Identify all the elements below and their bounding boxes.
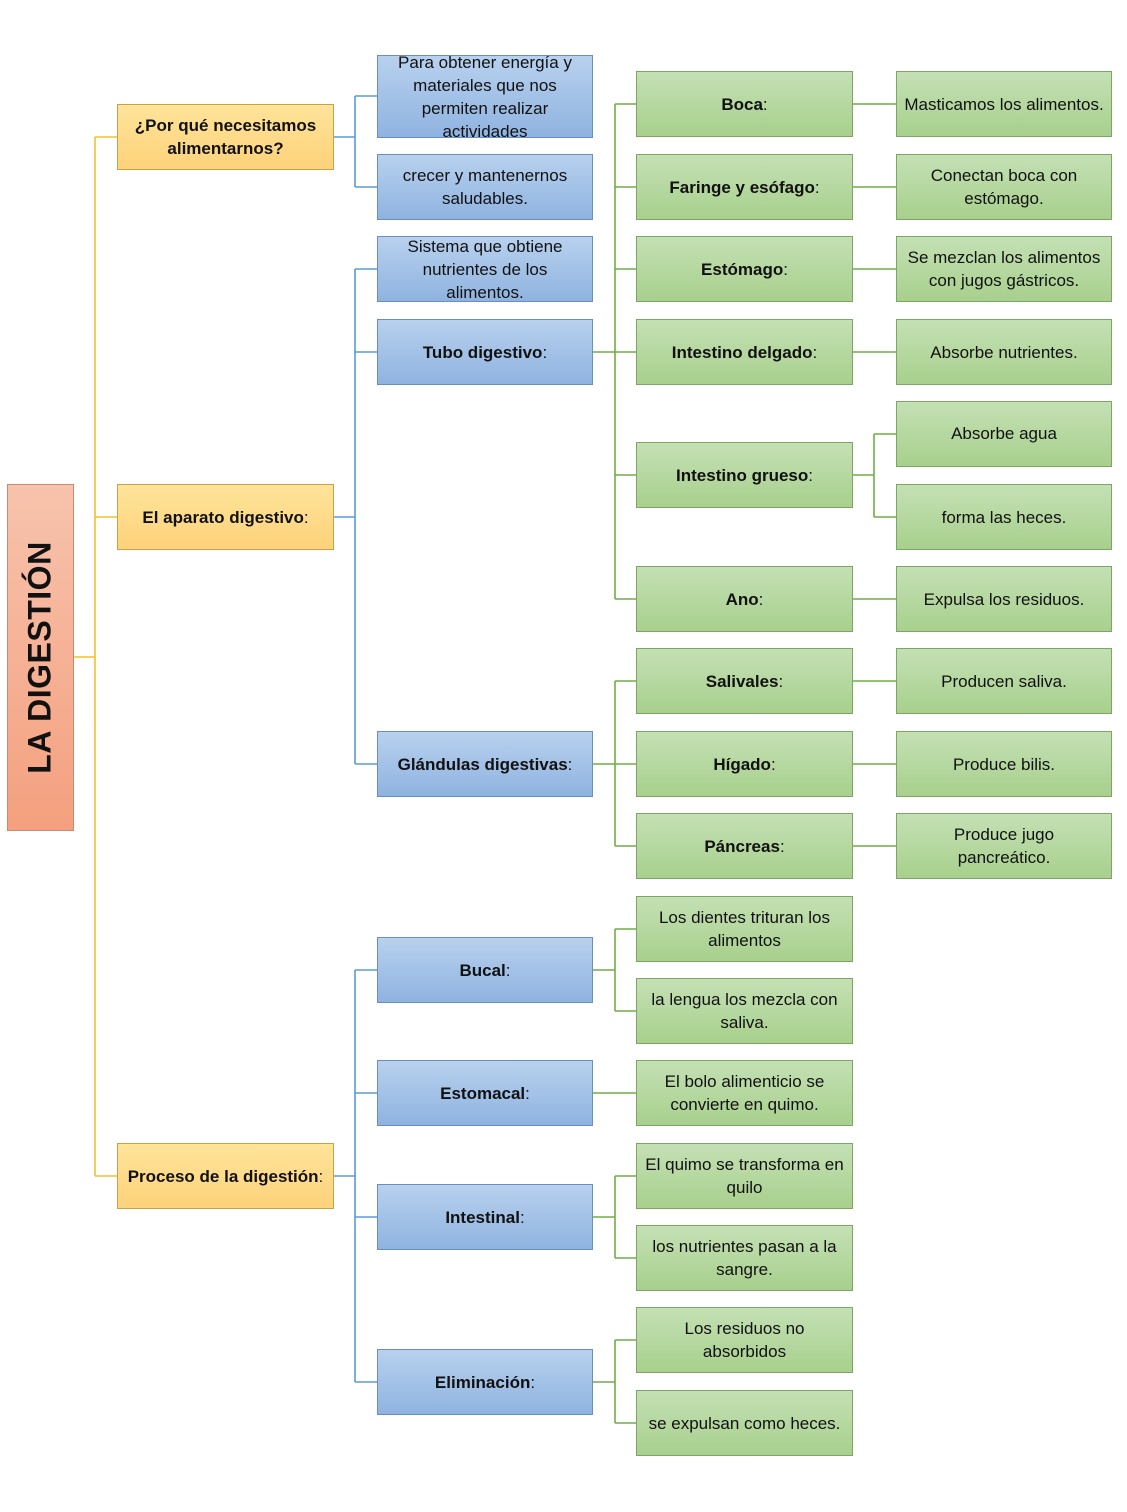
section-why: ¿Por qué necesitamos alimentarnos? (117, 104, 334, 170)
process-bucal: Bucal: (377, 937, 593, 1003)
root-connector (74, 136, 117, 1177)
tube-node: Tubo digestivo: (377, 319, 593, 385)
tube-part-intestino-grueso: Intestino grueso: (636, 442, 853, 508)
glands-connector (593, 680, 636, 847)
tube-part-faringe: Faringe y esófago: (636, 154, 853, 220)
tube-part-boca: Boca: (636, 71, 853, 137)
process-connector (334, 969, 377, 1383)
desc-bucal-lengua: la lengua los mezcla con saliva. (636, 978, 853, 1044)
section-why-label: ¿Por qué necesitamos alimentarnos? (134, 116, 317, 158)
desc-intestino-delgado: Absorbe nutrientes. (896, 319, 1112, 385)
why-reason-energy: Para obtener energía y materiales que no… (377, 53, 593, 141)
why-reason-grow: crecer y mantenernos saludables. (377, 154, 593, 220)
root-title-box: LA DIGESTIÓN (7, 484, 74, 831)
desc-pancreas: Produce jugo pancreático. (896, 813, 1112, 879)
desc-higado: Produce bilis. (896, 731, 1112, 797)
why-connector (334, 95, 377, 188)
section-process-label: Proceso de la digestión (127, 1166, 319, 1186)
desc-intestinal-quilo: El quimo se transforma en quilo (636, 1143, 853, 1209)
desc-salivales: Producen saliva. (896, 648, 1112, 714)
tube-connector (593, 103, 636, 600)
desc-ano: Expulsa los residuos. (896, 566, 1112, 632)
glands-node: Glándulas digestivas: (377, 731, 593, 797)
process-intestinal: Intestinal: (377, 1184, 593, 1250)
process-estomacal: Estomacal: (377, 1060, 593, 1126)
root-title: LA DIGESTIÓN (22, 541, 58, 774)
tube-part-ano: Ano: (636, 566, 853, 632)
desc-estomago: Se mezclan los alimentos con jugos gástr… (896, 236, 1112, 302)
tube-desc-connector (853, 103, 896, 600)
desc-intestinal-sangre: los nutrientes pasan a la sangre. (636, 1225, 853, 1291)
desc-eliminacion-residuos: Los residuos no absorbidos (636, 1307, 853, 1373)
section-system: El aparato digestivo: (117, 484, 334, 550)
section-system-label: El aparato digestivo (142, 507, 304, 527)
desc-intestino-grueso-heces: forma las heces. (896, 484, 1112, 550)
desc-bucal-dientes: Los dientes trituran los alimentos (636, 896, 853, 962)
tube-part-estomago: Estómago: (636, 236, 853, 302)
desc-estomacal: El bolo alimenticio se convierte en quim… (636, 1060, 853, 1126)
glands-desc-connector (853, 680, 896, 847)
process-desc-connector (593, 928, 636, 1424)
system-definition: Sistema que obtiene nutrientes de los al… (377, 236, 593, 302)
desc-faringe: Conectan boca con estómago. (896, 154, 1112, 220)
gland-higado: Hígado: (636, 731, 853, 797)
process-eliminacion: Eliminación: (377, 1349, 593, 1415)
system-connector (334, 268, 377, 765)
tube-part-intestino-delgado: Intestino delgado: (636, 319, 853, 385)
gland-pancreas: Páncreas: (636, 813, 853, 879)
desc-boca: Masticamos los alimentos. (896, 71, 1112, 137)
desc-eliminacion-heces: se expulsan como heces. (636, 1390, 853, 1456)
section-process: Proceso de la digestión: (117, 1143, 334, 1209)
gland-salivales: Salivales: (636, 648, 853, 714)
desc-intestino-grueso-agua: Absorbe agua (896, 401, 1112, 467)
